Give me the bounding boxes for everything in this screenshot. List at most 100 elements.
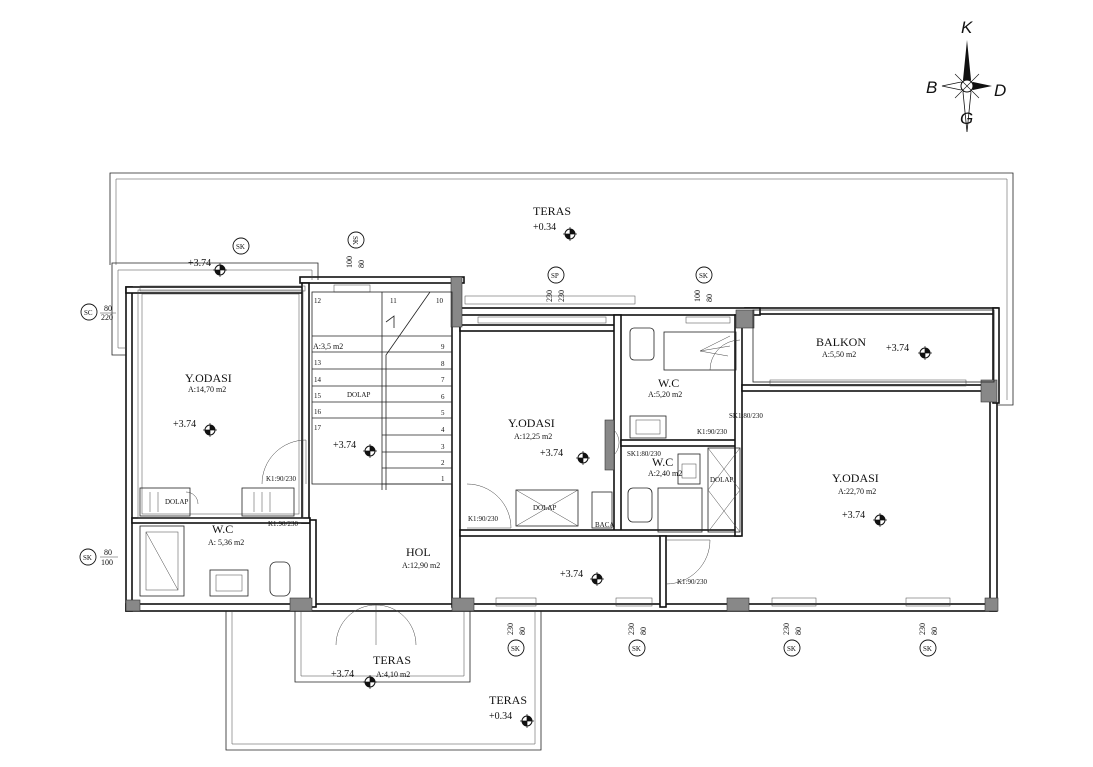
compass-east-label: D	[994, 81, 1006, 100]
doors	[185, 339, 741, 646]
svg-text:SK: SK	[923, 645, 932, 653]
svg-text:SK: SK	[632, 645, 641, 653]
door-label-mid-room: K1:90/230	[468, 515, 498, 523]
stair-numbers: 1 2 3 4 5 6 7 8 9 10 11 12 13 14 15 16 1…	[314, 297, 445, 483]
svg-text:SK: SK	[351, 236, 359, 245]
svg-text:80: 80	[104, 548, 112, 557]
room-area-wc-top: A:5,20 m2	[648, 390, 682, 399]
elevation-marker-right-room	[872, 512, 888, 528]
room-elevation-left: +3.74	[173, 419, 196, 430]
room-elevation-right: +3.74	[842, 510, 865, 521]
room-name-left: Y.ODASI	[185, 371, 232, 385]
closet-label-right: DOLAP	[710, 476, 733, 484]
svg-text:80: 80	[104, 304, 112, 313]
room-name-wc-mid: W.C	[652, 455, 673, 469]
elevation-marker-corner	[212, 262, 228, 278]
room-elevation-teras-front: +3.74	[331, 669, 354, 680]
front-terraces	[225, 611, 542, 751]
svg-text:100: 100	[693, 290, 702, 302]
svg-text:8: 8	[441, 360, 445, 368]
svg-text:230: 230	[627, 623, 636, 635]
svg-text:100: 100	[101, 558, 113, 567]
room-name-balkon: BALKON	[816, 335, 866, 349]
room-area-wc-mid: A:2,40 m2	[648, 469, 682, 478]
balcony-outline	[752, 309, 995, 383]
svg-text:13: 13	[314, 359, 322, 367]
elevation-marker-mid-room	[575, 450, 591, 466]
door-label-wc-mid: SK1:80/230	[627, 450, 661, 458]
room-name-mid: Y.ODASI	[508, 416, 555, 430]
elevation-marker-teras-top	[562, 226, 578, 242]
svg-text:2: 2	[441, 459, 445, 467]
room-name-teras-top: TERAS	[533, 204, 571, 218]
building-walls	[125, 276, 1000, 612]
svg-text:80: 80	[357, 260, 366, 268]
svg-text:SK: SK	[83, 554, 92, 562]
door-label-right-room: K1:90/230	[677, 578, 707, 586]
svg-text:15: 15	[314, 392, 322, 400]
fixtures	[139, 327, 741, 597]
svg-text:230: 230	[918, 623, 927, 635]
door-label-left-wc: K1:90/230	[268, 520, 298, 528]
elevation-marker-hol	[589, 571, 605, 587]
room-area-mid: A:12,25 m2	[514, 432, 552, 441]
elevation-marker-balcony	[917, 345, 933, 361]
elevation-marker-teras-bottom	[519, 713, 535, 729]
svg-text:16: 16	[314, 408, 322, 416]
room-name-right: Y.ODASI	[832, 471, 879, 485]
room-area-wc-left: A: 5,36 m2	[208, 538, 244, 547]
svg-text:9: 9	[441, 343, 445, 351]
elevation-marker-stair	[362, 443, 378, 459]
door-label-wc-top: K1:90/230	[697, 428, 727, 436]
room-name-teras-bottom: TERAS	[489, 693, 527, 707]
room-area-balkon: A:5,50 m2	[822, 350, 856, 359]
svg-text:5: 5	[441, 409, 445, 417]
svg-text:12: 12	[314, 297, 322, 305]
svg-text:80: 80	[639, 627, 648, 635]
svg-text:SP: SP	[551, 272, 559, 280]
room-name-wc-top: W.C	[658, 376, 679, 390]
svg-text:10: 10	[436, 297, 444, 305]
compass-west-label: B	[926, 78, 937, 97]
closet-label-mid: DOLAP	[533, 504, 556, 512]
svg-text:SK: SK	[236, 243, 245, 251]
svg-text:230: 230	[545, 290, 554, 302]
svg-text:1: 1	[441, 475, 445, 483]
room-elevation-teras-bottom: +0.34	[489, 711, 512, 722]
windows	[139, 284, 967, 607]
compass-rose	[941, 40, 992, 133]
svg-text:SK: SK	[511, 645, 520, 653]
stair-elevation: +3.74	[333, 440, 356, 451]
svg-text:80: 80	[705, 294, 714, 302]
svg-text:80: 80	[518, 627, 527, 635]
door-label-left-room: K1:90/230	[266, 475, 296, 483]
room-area-left: A:14,70 m2	[188, 385, 226, 394]
svg-text:4: 4	[441, 426, 445, 434]
svg-text:230: 230	[782, 623, 791, 635]
svg-text:6: 6	[441, 393, 445, 401]
room-area-right: A:22,70 m2	[838, 487, 876, 496]
svg-text:SC: SC	[84, 309, 93, 317]
compass-north-label: K	[961, 18, 973, 37]
elevation-marker-left-room	[202, 422, 218, 438]
svg-text:230: 230	[557, 290, 566, 302]
tag-circles: SK SK SP SK SC SK SK SK SK SK	[79, 231, 937, 657]
svg-text:11: 11	[390, 297, 397, 305]
svg-text:80: 80	[794, 627, 803, 635]
svg-text:17: 17	[314, 424, 322, 432]
corner-elevation: +3.74	[188, 258, 211, 269]
stairs	[311, 291, 453, 490]
room-name-wc-left: W.C	[212, 522, 233, 536]
closet-label-left: DOLAP	[165, 498, 188, 506]
room-name-teras-front: TERAS	[373, 653, 411, 667]
room-name-hol: HOL	[406, 545, 431, 559]
top-terrace-outline	[109, 172, 1014, 406]
compass-south-label: G	[960, 109, 973, 128]
svg-text:3: 3	[441, 443, 445, 451]
stair-dolap-label: DOLAP	[347, 391, 370, 399]
stair-area: A:3,5 m2	[313, 342, 343, 351]
room-elevation-teras-top: +0.34	[533, 222, 556, 233]
room-elevation-mid: +3.74	[540, 448, 563, 459]
svg-text:220: 220	[101, 313, 113, 322]
